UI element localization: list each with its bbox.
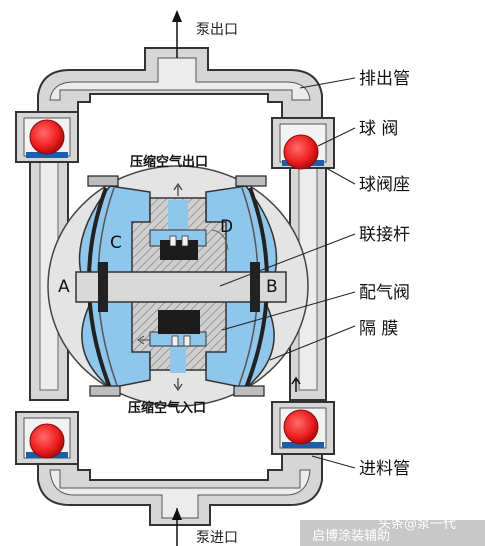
label-pump-outlet: 泵出口 (196, 22, 238, 38)
pump-center (47, 165, 309, 407)
label-diaphragm: 隔 膜 (359, 319, 398, 339)
air-valve-spool-top (160, 240, 198, 260)
ball-bottom-right (283, 409, 319, 445)
inlet-arrow-icon (172, 508, 182, 520)
air-valve-spool-bottom (158, 310, 200, 334)
label-discharge-pipe: 排出管 (359, 69, 410, 89)
outlet-arrow-icon (172, 10, 182, 22)
label-compressed-air-inlet: 压缩空气入口 (128, 400, 206, 416)
ball-top-left (29, 119, 65, 155)
label-chamber-d: D (220, 217, 233, 237)
valve-seat-bottom-right (282, 442, 324, 448)
label-ball-valve-seat: 球阀座 (359, 175, 410, 195)
ball-bottom-left (29, 423, 65, 459)
watermark-right: 头条@泵一代 (378, 516, 456, 532)
watermark: 启博涂装辅助 头条@泵一代 (300, 516, 485, 546)
air-in-arrow-icon (173, 378, 183, 392)
label-pump-inlet: 泵进口 (196, 530, 238, 546)
label-compressed-air-outlet: 压缩空气出口 (130, 154, 208, 170)
ball-top-right (283, 134, 319, 170)
label-chamber-c: C (110, 233, 122, 253)
label-air-distribution-valve: 配气阀 (359, 283, 410, 303)
label-feed-pipe: 进料管 (359, 459, 410, 479)
label-ball-valve: 球 阀 (359, 119, 398, 139)
leader-lines (219, 77, 356, 469)
valve-seat-top-left (26, 152, 68, 158)
feed-flow-arrow-icon (291, 376, 301, 392)
flow-arrows (172, 10, 301, 546)
label-chamber-a: A (58, 277, 70, 297)
label-connecting-rod: 联接杆 (359, 225, 410, 245)
ball-valves (29, 119, 319, 459)
air-out-arrow-icon (173, 182, 183, 196)
label-chamber-b: B (266, 277, 278, 297)
watermark-left: 启博涂装辅助 (312, 528, 390, 544)
